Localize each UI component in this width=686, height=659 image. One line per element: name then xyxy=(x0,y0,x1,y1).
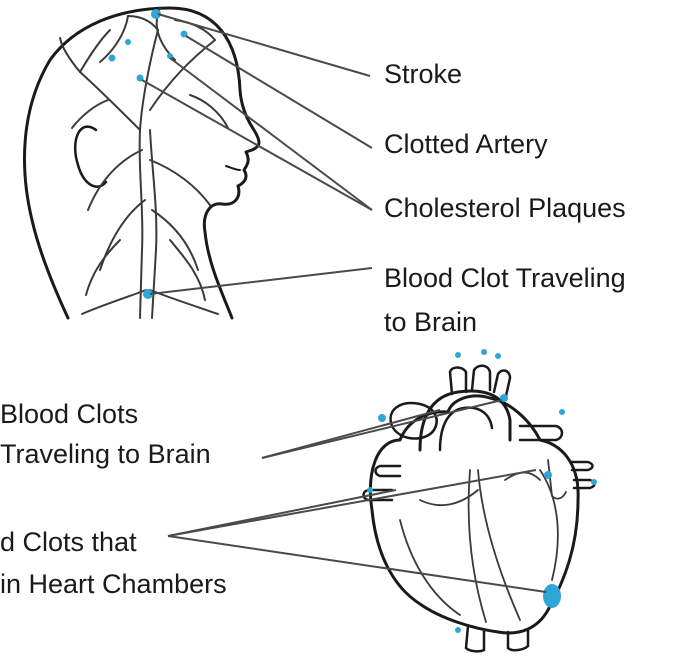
label-stroke: Stroke xyxy=(384,58,462,91)
leader-blood-clot xyxy=(150,268,372,294)
right-vessel-upper xyxy=(520,426,562,440)
heart-leader-lines xyxy=(168,400,546,592)
label-clots-chambers-line2: in Heart Chambers xyxy=(0,568,227,601)
label-clotted-artery: Clotted Artery xyxy=(384,128,548,161)
heart-vessels xyxy=(400,460,566,622)
label-clots-chambers-line1: d Clots that xyxy=(0,526,137,559)
label-blood-clot-traveling-line1: Blood Clot Traveling xyxy=(384,262,626,295)
label-blood-clots-line1: Blood Clots xyxy=(0,398,138,431)
label-blood-clots-line2: Traveling to Brain xyxy=(0,438,211,471)
right-vessel-lower-1 xyxy=(572,462,593,470)
leader-cholesterol-2 xyxy=(170,58,372,210)
label-blood-clot-traveling-line2: to Brain xyxy=(384,306,477,339)
leader-chambers-2 xyxy=(168,470,536,536)
label-cholesterol-plaques: Cholesterol Plaques xyxy=(384,192,626,225)
mouth-line xyxy=(226,166,240,170)
head-vessels xyxy=(60,8,228,318)
leader-cholesterol-1 xyxy=(142,80,372,210)
vessel-top-3 xyxy=(494,371,510,396)
leader-stroke xyxy=(158,14,370,76)
head-leader-lines xyxy=(142,14,372,294)
left-vessel-upper xyxy=(376,466,401,476)
ear xyxy=(75,127,106,187)
vessel-top-2 xyxy=(472,366,490,390)
heart-illustration xyxy=(364,349,598,651)
head-illustration xyxy=(25,8,259,318)
head-clot-spots xyxy=(109,9,188,299)
